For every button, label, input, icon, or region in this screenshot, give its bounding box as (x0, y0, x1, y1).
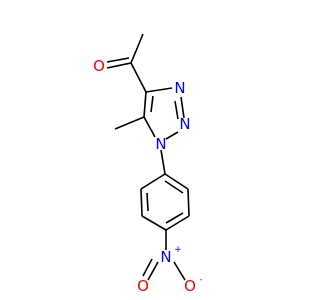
bond-phenyl-a (164, 173, 189, 190)
carbonyl-oxygen-label: O (93, 57, 105, 75)
triazole-n3-label: N (174, 79, 185, 97)
bond-c5-c4-2 (150, 95, 154, 113)
bond-methyl-carbonyl (130, 33, 144, 64)
bond-carbonyl-oxygen-2 (106, 57, 130, 63)
bond-c5-methyl (114, 116, 145, 130)
bond-phenyl-c (165, 215, 190, 231)
nitro-nitrogen-charge: + (174, 245, 182, 255)
bond-c5-c4-1 (143, 91, 147, 118)
bond-n1-c5 (143, 116, 156, 138)
molecule-structure: O N N N N + O O - (93, 33, 203, 295)
bond-n3-n2-1 (180, 96, 185, 119)
nitro-oxygen-left-label: O (137, 277, 149, 295)
bond-phenyl-b (187, 188, 190, 217)
bond-phenyl-f (140, 173, 166, 190)
bond-n3-n2-2 (174, 100, 179, 120)
bond-phenyl-d (141, 215, 167, 231)
bond-nitro-oxygen-left-1 (147, 261, 159, 281)
bond-carbonyl-ring (130, 62, 147, 93)
bond-n1-phenyl (160, 149, 166, 175)
bond-phenyl-a-inner (164, 180, 184, 194)
nitro-oxygen-right-label: O (184, 277, 196, 295)
bond-nitro-oxygen-right (173, 261, 186, 281)
triazole-n2-label: N (179, 115, 190, 133)
nitro-oxygen-right-charge: - (199, 275, 202, 285)
bond-phenyl-e-inner (146, 192, 149, 212)
bond-carbonyl-oxygen-1 (106, 62, 132, 69)
triazole-n1-label: N (155, 135, 166, 153)
bond-phenyl-e (140, 188, 143, 217)
bond-nitro-oxygen-left-2 (142, 258, 153, 277)
nitro-nitrogen-label: N (160, 248, 171, 266)
bond-phenyl-c-inner (165, 212, 184, 224)
bond-c4-n3 (145, 87, 173, 93)
bond-n2-n1 (165, 131, 179, 140)
